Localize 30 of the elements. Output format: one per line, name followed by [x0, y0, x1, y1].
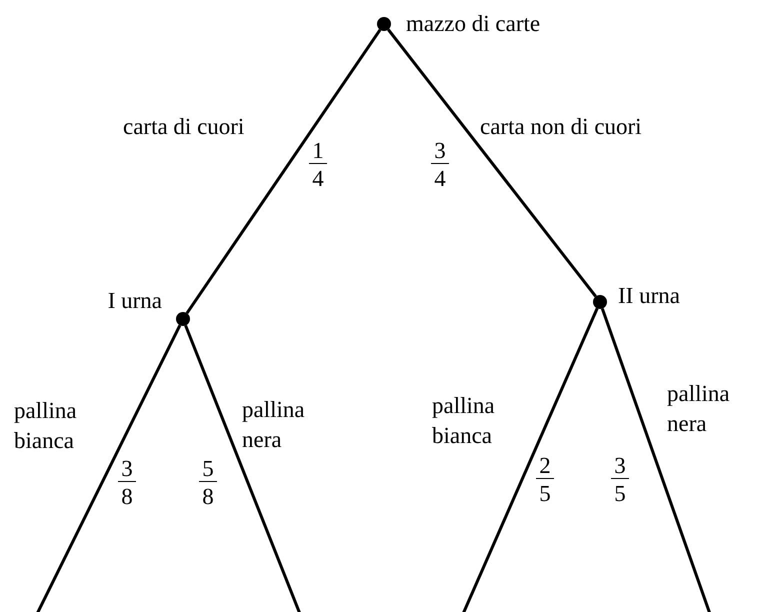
- fraction-denominator: 5: [538, 482, 552, 506]
- node-dot: [593, 295, 607, 309]
- fraction-denominator: 5: [613, 482, 627, 506]
- edge-label: pallina bianca: [14, 397, 78, 455]
- branch-line: [184, 324, 302, 612]
- fraction-denominator: 8: [120, 485, 134, 509]
- edge-label: carta non di cuori: [480, 113, 642, 141]
- edge-label: carta di cuori: [123, 113, 244, 141]
- branch-line: [387, 28, 597, 298]
- edge-label: pallina nera: [667, 380, 731, 438]
- fraction-numerator: 5: [199, 457, 217, 482]
- branch-line: [462, 308, 599, 612]
- fraction-denominator: 4: [433, 167, 447, 191]
- node-label: mazzo di carte: [406, 10, 540, 38]
- node-label: II urna: [618, 282, 680, 310]
- fraction-denominator: 8: [201, 485, 215, 509]
- branch-line: [600, 308, 712, 612]
- fraction-denominator: 4: [311, 167, 325, 191]
- fraction-numerator: 1: [309, 139, 327, 164]
- node-dot: [377, 17, 391, 31]
- branch-line: [36, 324, 182, 612]
- edge-label: pallina bianca: [432, 392, 496, 450]
- edge-label: pallina nera: [242, 396, 306, 454]
- fraction-numerator: 3: [611, 454, 629, 479]
- branch-line: [186, 28, 382, 314]
- fraction-numerator: 2: [536, 454, 554, 479]
- node-dot: [176, 312, 190, 326]
- node-label: I urna: [108, 287, 162, 315]
- fraction-numerator: 3: [431, 139, 449, 164]
- fraction-numerator: 3: [118, 457, 136, 482]
